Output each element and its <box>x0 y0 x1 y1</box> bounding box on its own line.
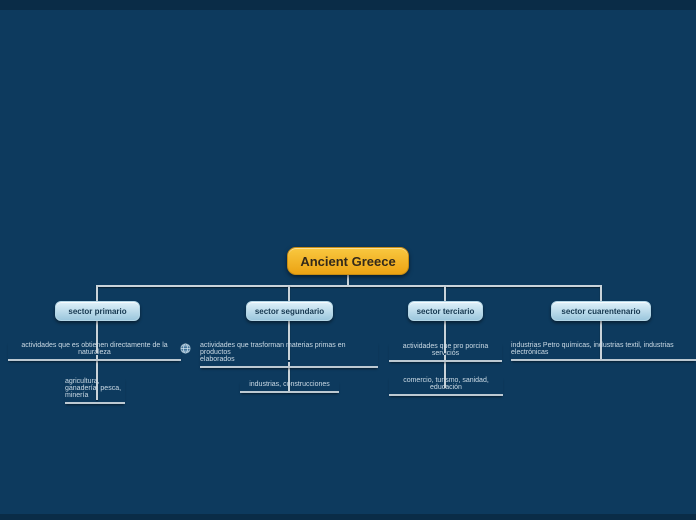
leaf-node-text: minería <box>65 392 89 399</box>
connector-line <box>96 285 98 301</box>
leaf-node-text: industrias, construcciones <box>249 381 330 388</box>
leaf-node-text: electrónicas <box>511 349 549 356</box>
connector-line <box>96 320 98 353</box>
leaf-node-text: actividades que es obtienen directamente… <box>21 342 168 356</box>
leaf-node-segundario-definition[interactable]: actividades que trasforman materias prim… <box>200 342 378 368</box>
branch-node-sector-cuarentenario[interactable]: sector cuarentenario <box>551 301 651 321</box>
leaf-node-cuarentenario-examples[interactable]: industrias Petro químicas, industrias te… <box>511 342 696 361</box>
leaf-node-text: actividades que trasforman materias prim… <box>200 342 346 356</box>
leaf-node-text: elaborados <box>200 356 235 363</box>
globe-link-icon[interactable] <box>180 343 191 354</box>
root-node-label: Ancient Greece <box>300 253 396 269</box>
leaf-node-primario-definition[interactable]: actividades que es obtienen directamente… <box>8 342 181 361</box>
branch-node-label: sector terciario <box>416 306 475 316</box>
branch-node-label: sector segundario <box>254 306 325 316</box>
connector-line <box>96 285 602 287</box>
connector-line <box>444 320 446 353</box>
leaf-node-segundario-examples[interactable]: industrias, construcciones <box>240 381 339 393</box>
leaf-node-text: industrias Petro químicas, industrias te… <box>511 342 674 349</box>
leaf-node-text: agricultura, <box>65 378 100 385</box>
branch-node-sector-primario[interactable]: sector primario <box>55 301 140 321</box>
connector-line <box>600 285 602 301</box>
branch-node-label: sector cuarentenario <box>561 306 641 316</box>
connector-line <box>96 355 98 400</box>
leaf-node-text: ganadería, pesca, <box>65 385 122 392</box>
connector-line <box>288 285 290 301</box>
connector-line <box>288 320 290 360</box>
branch-node-label: sector primario <box>68 306 127 316</box>
connector-line <box>347 274 349 286</box>
leaf-node-terciario-definition[interactable]: actividades que pro porcina serviciós <box>389 343 502 362</box>
leaf-node-primario-examples[interactable]: agricultura, ganadería, pesca, minería <box>65 378 125 404</box>
root-node-ancient-greece[interactable]: Ancient Greece <box>287 247 409 275</box>
connector-line <box>288 362 290 392</box>
branch-node-sector-terciario[interactable]: sector terciario <box>408 301 483 321</box>
top-edge-bar <box>0 0 696 10</box>
leaf-node-text: actividades que pro porcina serviciós <box>402 343 489 357</box>
connector-line <box>600 320 602 359</box>
bottom-edge-bar <box>0 514 696 520</box>
leaf-node-text: comercio, turismo, sanidad, educación <box>403 377 489 391</box>
branch-node-sector-segundario[interactable]: sector segundario <box>246 301 333 321</box>
connector-line <box>444 285 446 301</box>
leaf-node-terciario-examples[interactable]: comercio, turismo, sanidad, educación <box>389 377 503 396</box>
connector-line <box>444 355 446 388</box>
